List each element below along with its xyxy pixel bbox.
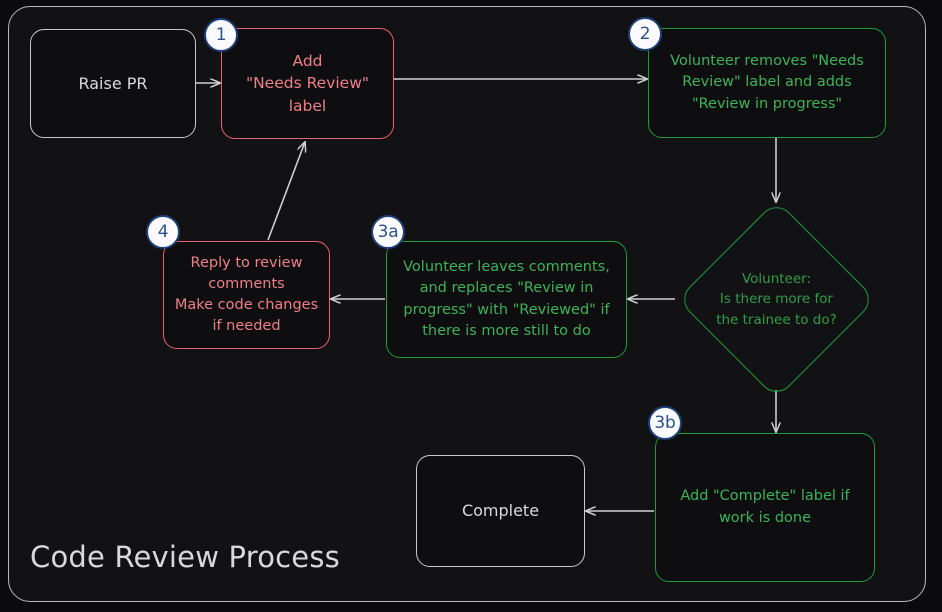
node-add-complete-label-text: Add "Complete" label if work is done <box>680 488 850 526</box>
node-volunteer-removes-label-text: Volunteer removes "Needs Review" label a… <box>670 53 864 112</box>
node-complete-label: Complete <box>461 501 540 521</box>
step-badge-3b: 3b <box>648 406 682 440</box>
step-badge-3a: 3a <box>371 215 405 249</box>
step-badge-1-text: 1 <box>215 24 227 45</box>
node-raise-pr[interactable]: Raise PR <box>30 29 196 138</box>
step-badge-2: 2 <box>628 17 662 51</box>
node-decision-label: Volunteer: Is there more for the trainee… <box>716 271 837 328</box>
node-volunteer-leaves-comments-text: Volunteer leaves comments, and replaces … <box>403 259 610 339</box>
node-decision-more-for-trainee[interactable]: Volunteer: Is there more for the trainee… <box>676 199 877 400</box>
step-badge-1: 1 <box>204 18 238 52</box>
step-badge-4-text: 4 <box>157 221 169 242</box>
node-volunteer-leaves-comments[interactable]: Volunteer leaves comments, and replaces … <box>386 241 627 358</box>
step-badge-3a-text: 3a <box>377 221 399 242</box>
node-reply-to-review-comments[interactable]: Reply to review comments Make code chang… <box>163 241 330 349</box>
node-complete[interactable]: Complete <box>416 455 585 567</box>
node-reply-to-review-comments-text: Reply to review comments Make code chang… <box>174 254 319 335</box>
step-badge-4: 4 <box>146 215 180 249</box>
diagram-title: Code Review Process <box>30 540 340 574</box>
step-badge-3b-text: 3b <box>654 412 676 433</box>
node-add-needs-review-label-text: Add "Needs Review" label <box>245 51 370 115</box>
node-raise-pr-label: Raise PR <box>78 73 148 93</box>
node-add-complete-label[interactable]: Add "Complete" label if work is done <box>655 433 875 582</box>
node-volunteer-removes-label[interactable]: Volunteer removes "Needs Review" label a… <box>648 28 886 138</box>
node-add-needs-review-label[interactable]: Add "Needs Review" label <box>221 28 394 139</box>
step-badge-2-text: 2 <box>639 23 651 44</box>
